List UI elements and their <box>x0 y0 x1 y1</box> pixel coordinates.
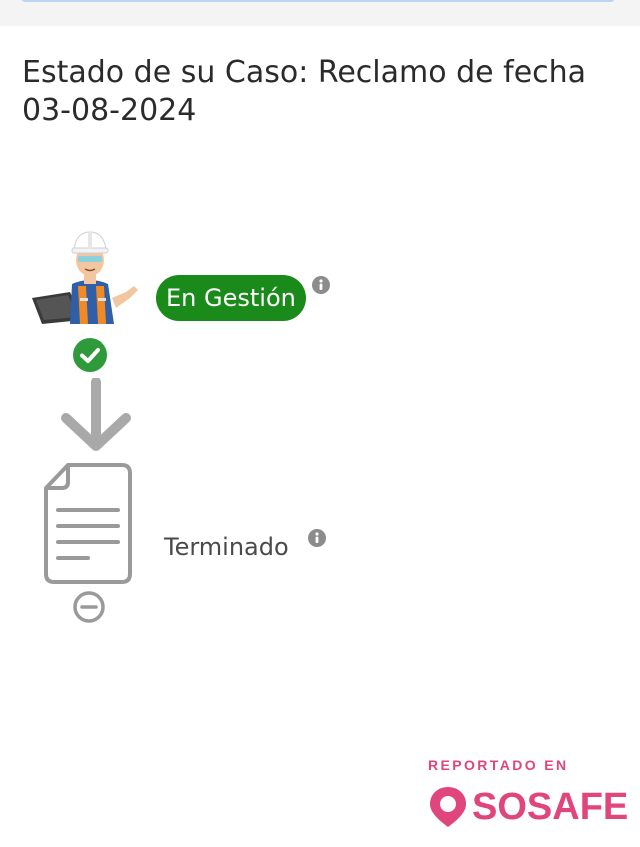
arrow-down-icon <box>61 378 131 451</box>
top-strip <box>0 0 640 26</box>
top-field-edge <box>20 0 616 2</box>
page-title: Estado de su Caso: Reclamo de fecha 03-0… <box>22 55 587 128</box>
brand-name: SOSAFE <box>472 786 629 828</box>
minus-circle-icon <box>73 591 105 623</box>
check-circle-icon <box>73 338 107 372</box>
info-icon[interactable] <box>308 529 326 547</box>
worker-with-laptop-icon <box>32 231 138 324</box>
info-icon[interactable] <box>312 276 330 294</box>
step-label-terminado: Terminado <box>164 533 289 561</box>
reported-in-label: REPORTADO EN <box>428 757 569 773</box>
sosafe-brand: SOSAFE <box>428 784 628 830</box>
document-icon <box>44 463 132 584</box>
status-badge-en-gestion: En Gestión <box>156 275 306 321</box>
sosafe-logo-icon <box>430 787 466 827</box>
